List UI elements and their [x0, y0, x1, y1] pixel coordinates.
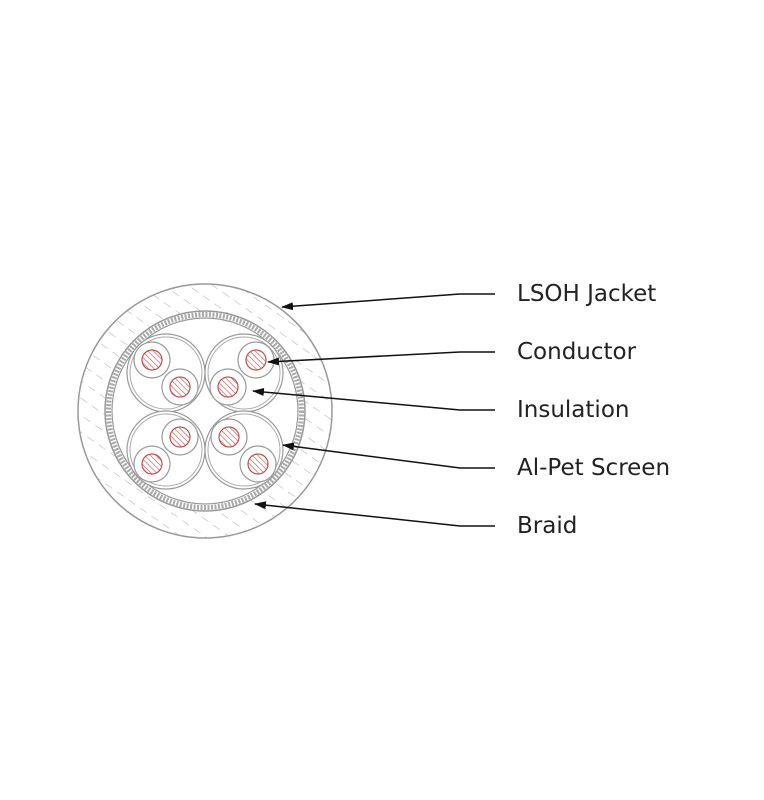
arrow-jacket: [281, 293, 495, 311]
conductor: [218, 426, 240, 448]
conductor: [217, 376, 239, 398]
pair-screen-inner: [207, 336, 281, 410]
conductor: [169, 376, 191, 398]
arrow-braid: [254, 501, 495, 527]
arrow-conductor: [267, 351, 495, 366]
conductor: [245, 349, 267, 371]
arrow-insulation: [252, 388, 495, 411]
arrow-screen: [282, 442, 495, 469]
conductor: [247, 453, 269, 475]
label-braid: Braid: [517, 513, 578, 539]
pair-screen-inner: [129, 336, 203, 410]
conductor: [141, 453, 163, 475]
leader-arrows: [252, 293, 495, 527]
label-jacket: LSOH Jacket: [517, 281, 657, 307]
twisted-pairs: [126, 333, 284, 490]
braid: [104, 310, 306, 512]
label-conductor: Conductor: [517, 339, 637, 365]
conductor: [141, 349, 163, 371]
conductor: [169, 426, 191, 448]
pair-screen-inner: [129, 413, 203, 487]
pair-screen-inner: [207, 413, 281, 487]
label-screen: Al-Pet Screen: [517, 455, 671, 481]
label-insulation: Insulation: [517, 397, 630, 423]
